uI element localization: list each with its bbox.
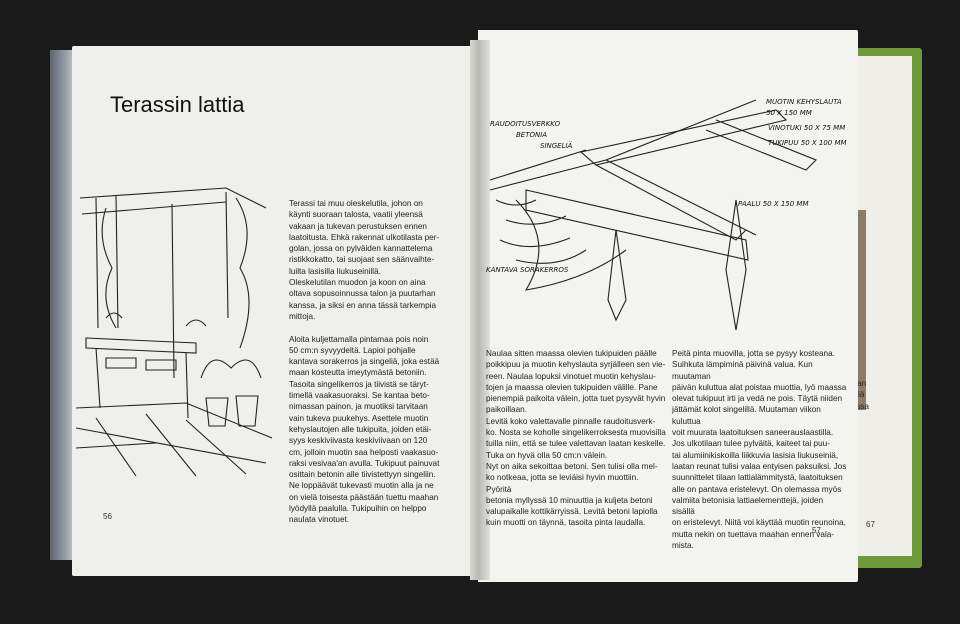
left-column-text: Terassi tai muu oleskelutila, johon on k…: [289, 199, 440, 525]
label-gravel-bed: KANTAVA SORAKERROS: [486, 266, 569, 274]
label-frame: MUOTIN KEHYSLAUTA: [766, 98, 842, 106]
label-gravel-fine: SINGELIÄ: [540, 142, 573, 150]
label-frame-size: 50 X 150 MM: [766, 109, 812, 117]
page-number-left: 56: [103, 512, 112, 521]
right-column-1-text: Naulaa sitten maassa olevien tukipuiden …: [486, 349, 666, 528]
right-column-2-text: Peitä pinta muovilla, jotta se pysyy kos…: [672, 349, 847, 551]
formwork-diagram: [489, 99, 817, 331]
label-concrete: BETONIA: [516, 131, 548, 139]
label-brace: VINOTUKI 50 X 75 MM: [768, 124, 846, 132]
page-number-right: 57: [812, 526, 821, 535]
left-page: [72, 46, 484, 576]
pergola-illustration: [76, 187, 272, 477]
back-page-number: 67: [866, 520, 875, 529]
label-mesh: RAUDOITUSVERKKO: [490, 120, 561, 128]
label-support: TUKIPUU 50 X 100 MM: [768, 139, 847, 147]
page-title: Terassin lattia: [110, 92, 245, 117]
book-gutter: [470, 40, 490, 580]
label-stake: PAALU 50 X 150 MM: [738, 200, 809, 208]
right-page: [478, 30, 858, 582]
